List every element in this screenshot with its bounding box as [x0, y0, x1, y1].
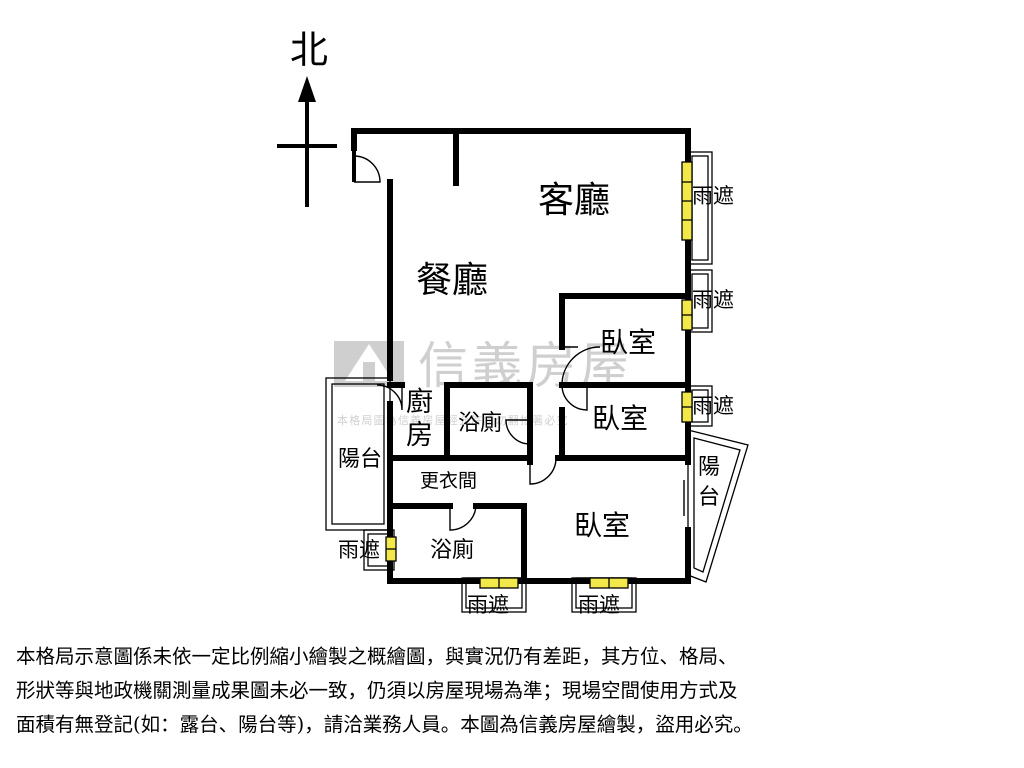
room-bedroom-3: 臥室	[574, 509, 630, 542]
room-kitchen-2: 房	[406, 420, 433, 451]
watermark-logo-icon	[334, 341, 404, 387]
awning-labels: 雨遮 雨遮 雨遮 雨遮 雨遮 雨遮	[338, 184, 734, 617]
closet-door-swing	[529, 457, 557, 485]
room-bathroom-2: 浴廁	[430, 538, 474, 563]
awning-label: 雨遮	[692, 184, 734, 208]
north-label: 北	[290, 28, 328, 72]
floor-plan: 信義房屋 本格局圖為信義房屋經允許請勿翻拍著必究 北	[277, 28, 749, 617]
awning-label: 雨遮	[692, 394, 734, 418]
disclaimer-line: 本格局示意圖係未依一定比例縮小繪製之概繪圖，與實況仍有差距，其方位、格局、	[16, 645, 738, 668]
north-arrow: 北	[277, 28, 337, 207]
balcony-east-1: 陽	[698, 455, 720, 480]
entry-door-swing	[353, 155, 381, 183]
awning-label: 雨遮	[692, 288, 734, 312]
room-labels: 客廳 餐廳 臥室 臥室 臥室 廚 房 浴廁 浴廁 更衣間 陽台 陽 台	[338, 180, 720, 563]
balcony-west: 陽台	[338, 447, 382, 472]
bath-1-door-swing	[505, 419, 531, 445]
bedroom-2-door-swing	[561, 384, 588, 411]
room-closet: 更衣間	[420, 470, 477, 492]
watermark-caption: 本格局圖為信義房屋經允許請勿翻拍著必究	[337, 413, 569, 427]
awning-label: 雨遮	[338, 538, 380, 562]
awning-label: 雨遮	[467, 593, 509, 617]
doors	[352, 148, 685, 531]
kitchen-door-swing	[376, 384, 403, 411]
bath-2-door-swing	[449, 505, 477, 531]
awning-label: 雨遮	[578, 593, 620, 617]
disclaimer: 本格局示意圖係未依一定比例縮小繪製之概繪圖，與實況仍有差距，其方位、格局、 形狀…	[16, 640, 1016, 742]
bedroom-1-door-swing	[561, 346, 601, 386]
room-dining: 餐廳	[416, 260, 488, 301]
room-living: 客廳	[538, 180, 610, 221]
room-bedroom-1: 臥室	[600, 326, 656, 359]
disclaimer-line: 形狀等與地政機關測量成果圖未必一致，仍須以房屋現場為準；現場空間使用方式及	[16, 679, 738, 702]
disclaimer-line: 面積有無登記(如：露台、陽台等)，請洽業務人員。本圖為信義房屋繪製，盜用必究。	[16, 713, 753, 736]
windows	[385, 161, 693, 589]
room-kitchen-1: 廚	[406, 387, 433, 418]
room-bedroom-2: 臥室	[592, 402, 648, 435]
balcony-east-2: 台	[698, 485, 720, 510]
room-bathroom-1: 浴廁	[458, 411, 502, 436]
